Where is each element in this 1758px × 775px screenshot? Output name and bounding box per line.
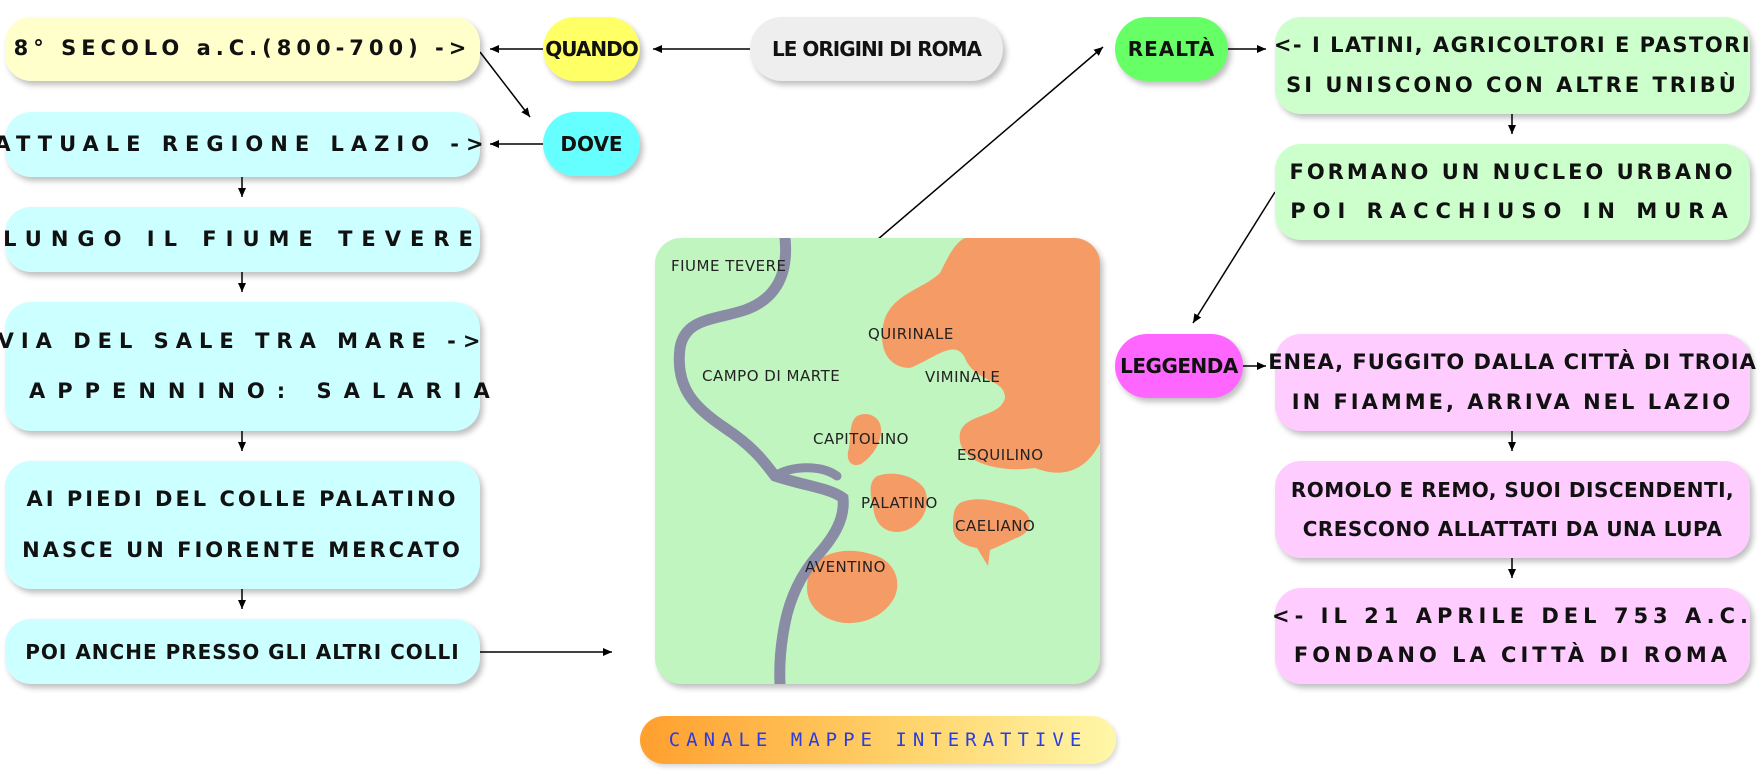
latini-box: <- I LATINI, AGRICOLTORI E PASTORI SI UN… — [1273, 17, 1752, 114]
footer-banner: CANALE MAPPE INTERATTIVE — [640, 716, 1116, 764]
regione-box: ATTUALE REGIONE LAZIO -> — [0, 112, 484, 177]
palatino-line-2: NASCE UN FIORENTE MERCATO — [22, 537, 463, 562]
realta-node: REALTÀ — [1115, 17, 1228, 81]
leggenda-text: LEGGENDA — [1120, 354, 1238, 378]
romolo-line-2: CRESCONO ALLATTATI DA UNA LUPA — [1302, 517, 1723, 542]
realta-text: REALTÀ — [1127, 37, 1216, 61]
enea-box: ENEA, FUGGITO DALLA CITTÀ DI TROIA IN FI… — [1268, 334, 1756, 431]
secolo-text: 8° SECOLO a.C.(800-700) -> — [13, 36, 472, 61]
rome-map-drawing — [673, 238, 1100, 684]
secolo-box: 8° SECOLO a.C.(800-700) -> — [5, 17, 480, 81]
map-label-fiume: FIUME TEVERE — [671, 257, 787, 275]
quando-text: QUANDO — [545, 37, 638, 61]
map-label-aventino: AVENTINO — [805, 558, 886, 576]
tevere-text: LUNGO IL FIUME TEVERE — [3, 226, 482, 251]
title-node-text: LE ORIGINI DI ROMA — [771, 37, 982, 61]
footer-text: CANALE MAPPE INTERATTIVE — [668, 729, 1088, 751]
arrow-map-to-realta — [876, 46, 1104, 241]
tevere-river — [673, 238, 849, 684]
nucleo-box: FORMANO UN NUCLEO URBANO POI RACCHIUSO I… — [1275, 144, 1750, 240]
map-label-capitolino: CAPITOLINO — [813, 430, 909, 448]
nucleo-line-2: POI RACCHIUSO IN MURA — [1290, 199, 1735, 224]
hills-northeast — [882, 238, 1100, 473]
map-label-esquilino: ESQUILINO — [957, 446, 1044, 464]
viasale-line-1: VIA DEL SALE TRA MARE -> — [0, 328, 488, 353]
hill-palatino — [870, 473, 927, 532]
map-label-campo: CAMPO DI MARTE — [702, 367, 841, 385]
colli-text: POI ANCHE PRESSO GLI ALTRI COLLI — [25, 639, 460, 664]
dove-node: DOVE — [543, 112, 640, 176]
viasale-line-2: E APPENNINO: SALARIA — [0, 379, 502, 404]
viasale-box: VIA DEL SALE TRA MARE -> E APPENNINO: SA… — [0, 302, 490, 431]
enea-line-2: IN FIAMME, ARRIVA NEL LAZIO — [1291, 389, 1734, 414]
map-label-viminale: VIMINALE — [925, 368, 1001, 386]
romolo-box: ROMOLO E REMO, SUOI DISCENDENTI, CRESCON… — [1275, 461, 1750, 558]
arrow-secolo-to-dove — [479, 51, 531, 118]
colli-box: POI ANCHE PRESSO GLI ALTRI COLLI — [5, 619, 480, 684]
title-node: LE ORIGINI DI ROMA — [750, 17, 1003, 81]
map-label-caeliano: CAELIANO — [955, 517, 1036, 535]
nucleo-line-1: FORMANO UN NUCLEO URBANO — [1289, 159, 1736, 184]
regione-text: ATTUALE REGIONE LAZIO -> — [0, 131, 491, 156]
romolo-line-1: ROMOLO E REMO, SUOI DISCENDENTI, — [1290, 477, 1735, 502]
hill-aventino — [807, 550, 898, 624]
tevere-box: LUNGO IL FIUME TEVERE — [3, 207, 482, 272]
palatino-line-1: AI PIEDI DEL COLLE PALATINO — [26, 487, 459, 512]
latini-line-2: SI UNISCONO CON ALTRE TRIBÙ — [1286, 72, 1739, 97]
enea-line-1: ENEA, FUGGITO DALLA CITTÀ DI TROIA — [1268, 349, 1757, 374]
rome-map: FIUME TEVERE CAMPO DI MARTE QUIRINALE VI… — [655, 238, 1100, 684]
quando-node: QUANDO — [543, 17, 640, 81]
map-label-quirinale: QUIRINALE — [868, 325, 954, 343]
fondazione-line-1: <- IL 21 APRILE DEL 753 A.C. — [1272, 603, 1753, 628]
dove-text: DOVE — [560, 132, 623, 156]
arrow-nucleo-to-leggenda — [1192, 191, 1276, 324]
hill-capitolino — [847, 413, 882, 466]
tevere-river-branch — [770, 463, 842, 481]
fondazione-line-2: FONDANO LA CITTÀ DI ROMA — [1293, 643, 1732, 668]
palatino-box: AI PIEDI DEL COLLE PALATINO NASCE UN FIO… — [5, 461, 480, 589]
latini-line-1: <- I LATINI, AGRICOLTORI E PASTORI — [1273, 32, 1752, 57]
map-label-palatino: PALATINO — [861, 494, 938, 512]
hill-caeliano — [953, 499, 1031, 566]
fondazione-box: <- IL 21 APRILE DEL 753 A.C. FONDANO LA … — [1272, 588, 1753, 684]
leggenda-node: LEGGENDA — [1115, 334, 1243, 398]
